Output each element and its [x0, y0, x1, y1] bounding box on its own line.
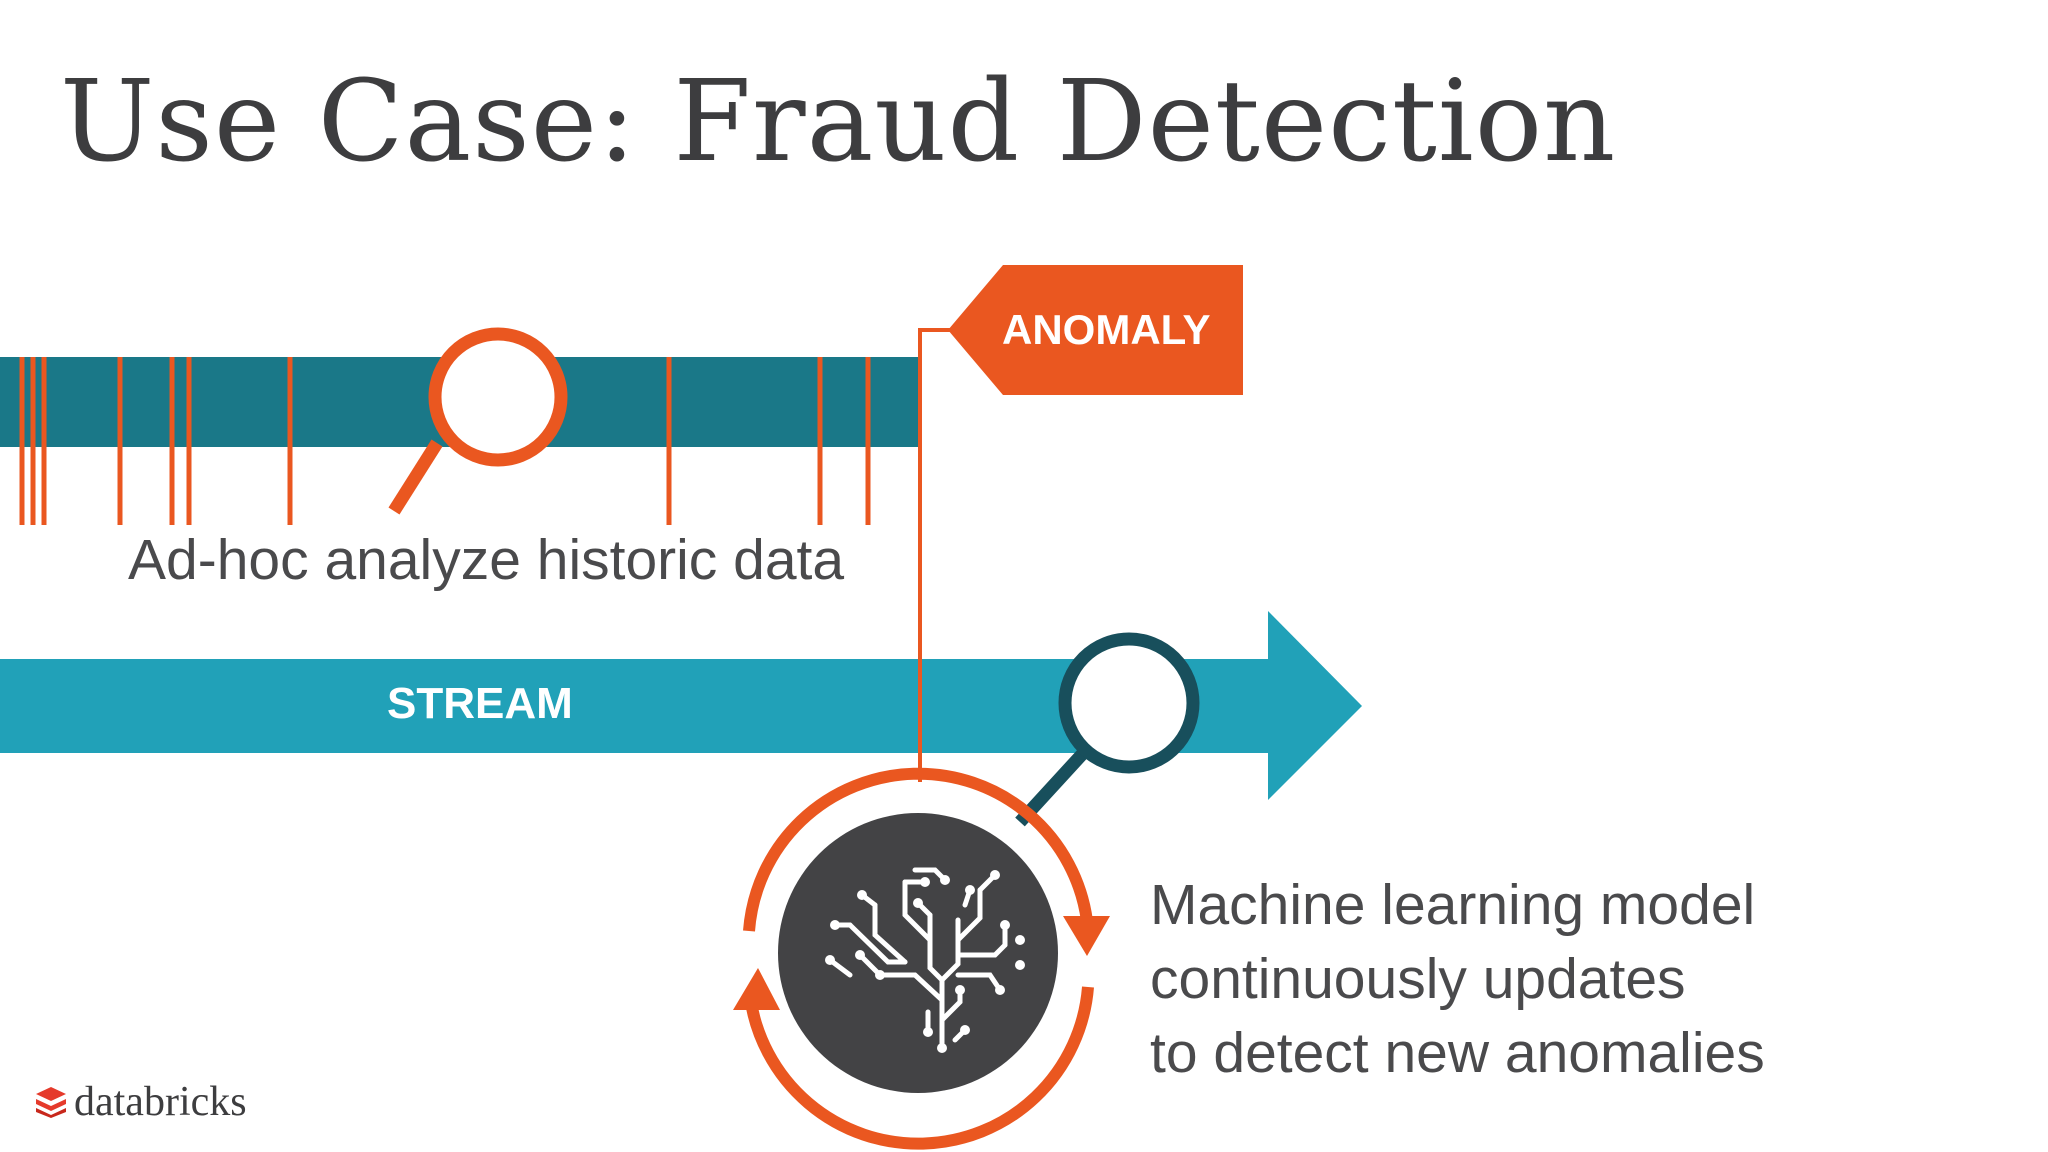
ml-caption-line: Machine learning model — [1150, 873, 1756, 937]
databricks-logo-icon — [36, 1087, 66, 1118]
stream-label: STREAM — [387, 679, 573, 728]
historic-magnifier-icon — [388, 327, 568, 515]
stream-arrow — [0, 611, 1362, 800]
ml-caption-line: continuously updates — [1150, 947, 1686, 1011]
historic-event-ticks — [19, 357, 871, 525]
anomaly-label: ANOMALY — [1002, 306, 1210, 353]
historic-caption: Ad-hoc analyze historic data — [128, 528, 845, 592]
slide-title: Use Case: Fraud Detection — [60, 57, 1617, 187]
cycle-arrowhead-left — [733, 968, 780, 1010]
ml-caption-line: to detect new anomalies — [1150, 1021, 1765, 1085]
brain-circuit-nodes — [825, 870, 1025, 1053]
ml-caption: Machine learning model continuously upda… — [1150, 868, 1765, 1090]
anomaly-tag — [948, 265, 1243, 395]
anomaly-connector — [918, 328, 953, 782]
databricks-logo: databricks — [34, 1079, 247, 1125]
refresh-cycle-icon — [743, 767, 1094, 1150]
model-circle — [778, 813, 1058, 1093]
stream-magnifier-icon — [1015, 632, 1200, 827]
cycle-arrowhead-right — [1063, 916, 1110, 956]
logo-text: databricks — [74, 1079, 247, 1125]
